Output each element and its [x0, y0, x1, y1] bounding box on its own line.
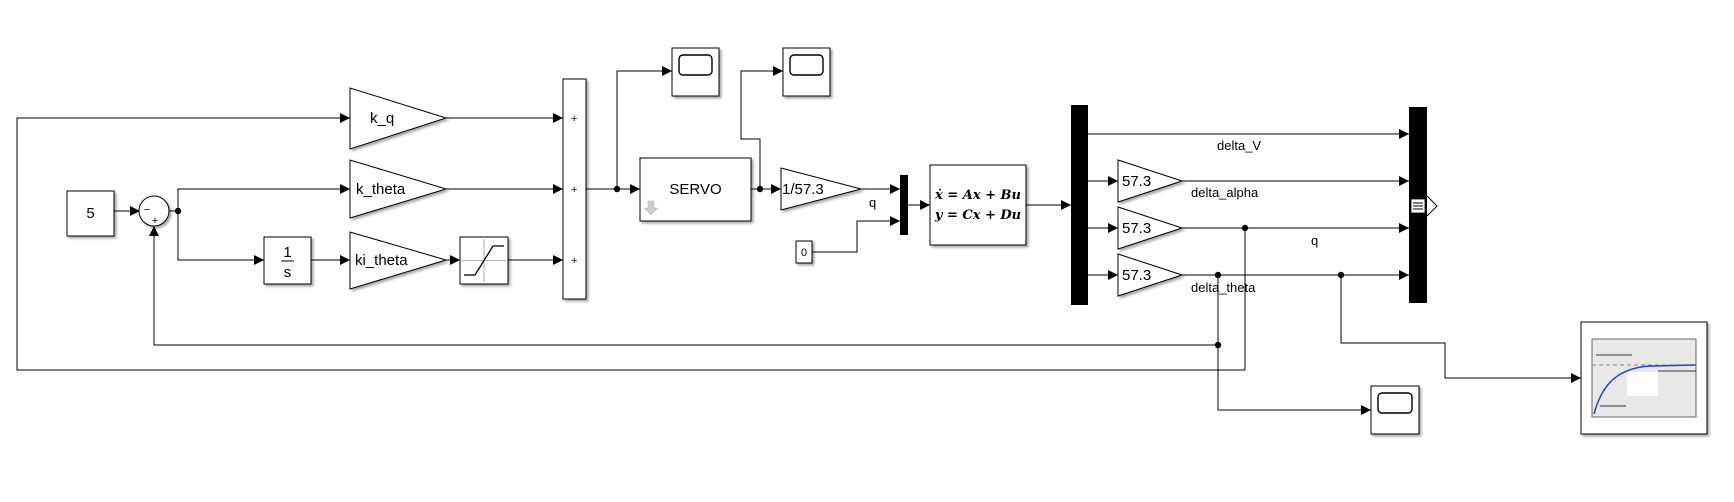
gain-kq-label: k_q: [370, 110, 394, 127]
saturation-block[interactable]: [459, 236, 509, 285]
gain-ktheta-block[interactable]: k_theta: [349, 159, 448, 219]
state-space-equation-1: ẋ = Ax + Bu: [934, 188, 1021, 203]
scope-4-block[interactable]: [1580, 321, 1708, 435]
gain-q-block[interactable]: 57.3: [1117, 206, 1184, 250]
gain-theta-label: 57.3: [1122, 267, 1151, 284]
gain-kitheta-block[interactable]: ki_theta: [349, 231, 448, 290]
servo-label: SERVO: [669, 181, 721, 198]
subsystem-arrow-icon: [643, 200, 659, 216]
scope-3-block[interactable]: [1370, 385, 1420, 435]
signal-label-delta-theta: delta_theta: [1191, 280, 1256, 295]
state-space-equation-2: y = Cx + Du: [934, 208, 1021, 223]
branch-points: [174, 185, 1345, 349]
sum-minus-sign: −: [144, 204, 150, 216]
line-q-feedback[interactable]: [16, 113, 1246, 371]
gain-theta-block[interactable]: 57.3: [1117, 253, 1184, 297]
servo-block[interactable]: SERVO: [639, 157, 752, 222]
gain-q-label: 57.3: [1122, 220, 1151, 237]
gain-kq-block[interactable]: k_q: [349, 87, 448, 150]
scope-screen-icon: [678, 54, 713, 76]
constant-5-value: 5: [86, 205, 94, 222]
saturation-icon: [464, 245, 504, 276]
sum-plus-sign: +: [152, 215, 158, 227]
gain-alpha-block[interactable]: 57.3: [1117, 159, 1184, 203]
line-to-scope4[interactable]: [1340, 275, 1581, 383]
integrator-numerator: 1: [283, 244, 291, 261]
line-to-ktheta[interactable]: [177, 184, 350, 211]
constant-5-block[interactable]: 5: [66, 190, 115, 237]
sum3-plus-2: +: [571, 184, 577, 196]
state-space-block[interactable]: ẋ = Ax + Bu y = Cx + Du: [929, 164, 1027, 246]
signal-label-q-in: q: [869, 195, 876, 210]
sum3-plus-1: +: [571, 113, 577, 125]
signal-label-q-out: q: [1311, 233, 1318, 248]
bus-creator-block[interactable]: [1409, 107, 1438, 303]
gain-kitheta-label: ki_theta: [355, 252, 408, 269]
line-to-integrator[interactable]: [177, 211, 264, 265]
scope-response-curve: [1593, 364, 1697, 415]
sum3-block[interactable]: + + +: [562, 78, 587, 300]
line-to-scope2[interactable]: [740, 66, 783, 189]
gain-alpha-label: 57.3: [1122, 173, 1151, 190]
integrator-denominator: s: [284, 264, 292, 281]
line-zero-to-mux[interactable]: [812, 216, 900, 253]
scope-1-block[interactable]: [671, 47, 720, 97]
signal-label-delta-v: delta_V: [1217, 138, 1261, 153]
sum-block[interactable]: − +: [138, 195, 170, 227]
constant-0-value: 0: [801, 247, 807, 259]
line-to-scope3[interactable]: [1217, 345, 1371, 415]
line-theta-feedback[interactable]: [149, 226, 1219, 346]
scope-screen-icon: [789, 54, 824, 76]
signal-lines: [16, 66, 1581, 415]
sum3-plus-3: +: [571, 255, 577, 267]
integrator-block[interactable]: 1 s: [263, 236, 312, 285]
mux-block[interactable]: [900, 175, 908, 235]
scope-screen-icon: [1377, 392, 1413, 414]
scope-2-block[interactable]: [782, 47, 831, 97]
bus-output-port-icon: [1426, 195, 1438, 217]
demux-block[interactable]: [1071, 105, 1088, 305]
gain-ktheta-label: k_theta: [356, 181, 406, 198]
signal-label-delta-alpha: delta_alpha: [1191, 185, 1259, 200]
gain-inverse-label: 1/57.3: [782, 181, 824, 198]
line-to-scope1[interactable]: [616, 66, 672, 189]
gain-inverse-block[interactable]: 1/57.3: [780, 167, 863, 211]
constant-0-block[interactable]: 0: [795, 240, 813, 264]
